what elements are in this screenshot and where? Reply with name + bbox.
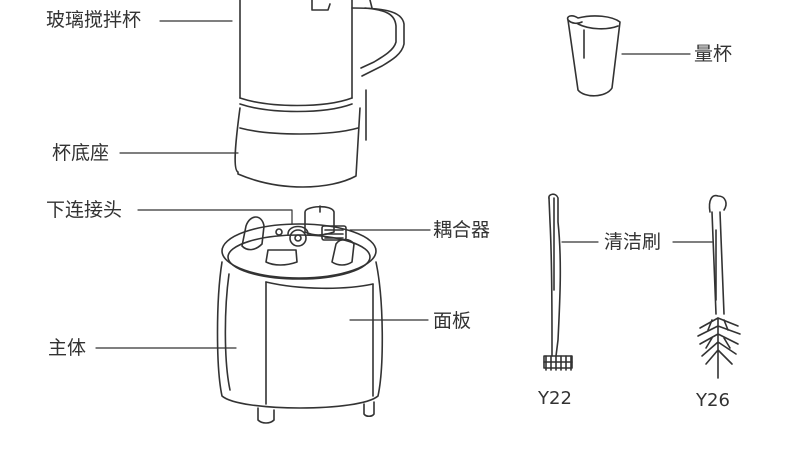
label-main-body: 主体 — [48, 337, 87, 359]
brush-y26-drawing — [697, 194, 741, 379]
label-panel: 面板 — [433, 310, 472, 332]
label-cup-base: 杯底座 — [52, 142, 110, 164]
label-measuring-cup: 量杯 — [694, 43, 733, 65]
leader-lines — [95, 20, 713, 349]
measuring-cup-drawing — [566, 15, 621, 97]
label-lower-connector: 下连接头 — [46, 199, 123, 221]
model-y22: Y22 — [538, 388, 572, 409]
label-cleaning-brush: 清洁刷 — [604, 231, 662, 253]
label-coupler: 耦合器 — [433, 219, 491, 241]
main-body-drawing — [216, 205, 384, 424]
model-y26: Y26 — [696, 390, 730, 411]
cup-base-drawing — [234, 107, 361, 188]
glass-jar-drawing — [239, 0, 405, 141]
brush-y22-drawing — [543, 193, 573, 371]
label-glass-jar: 玻璃搅拌杯 — [46, 9, 142, 31]
